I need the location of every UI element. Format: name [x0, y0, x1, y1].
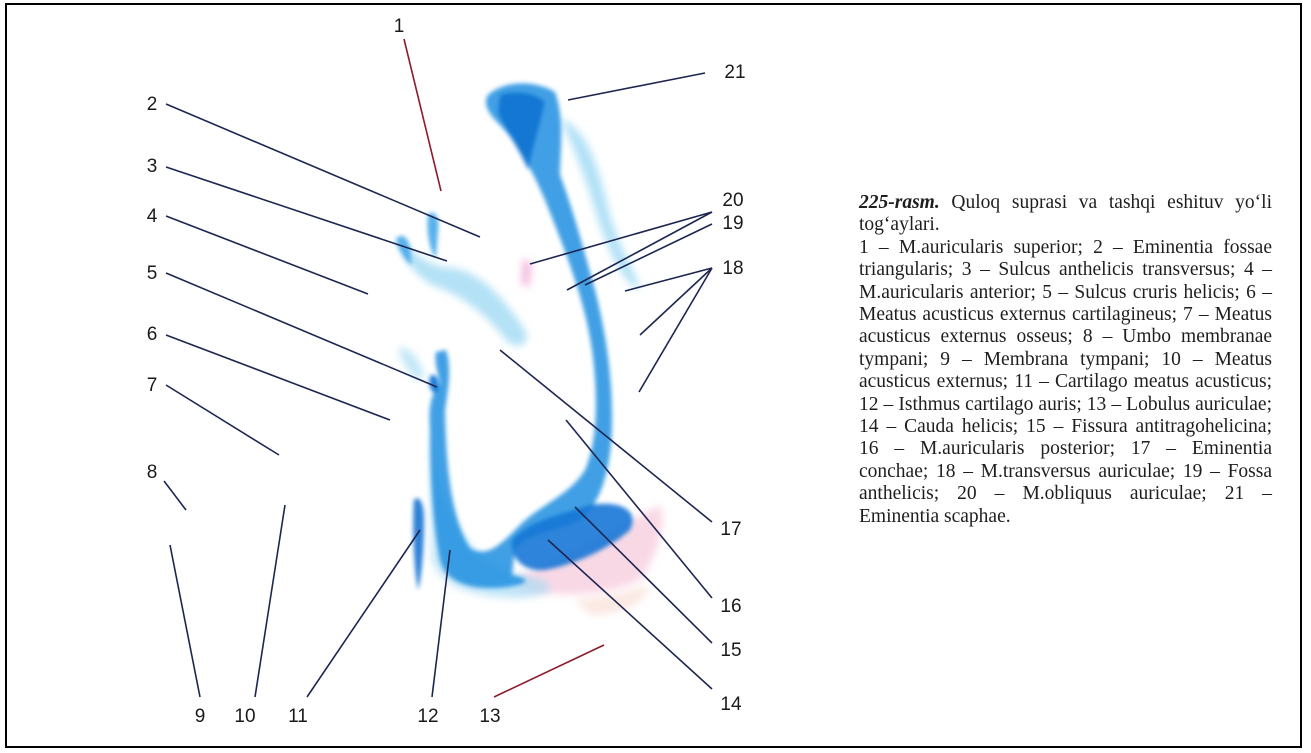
- leader-line-7: [165, 384, 280, 456]
- leader-line-15: [574, 506, 713, 644]
- label-11: 11: [288, 706, 308, 727]
- label-1: 1: [394, 16, 405, 37]
- cartilage-main: [396, 83, 633, 590]
- leader-line-1: [403, 38, 442, 192]
- label-8: 8: [147, 462, 158, 483]
- leader-line-14: [547, 539, 713, 690]
- leader-line-2: [165, 103, 481, 238]
- caption-title: Quloq suprasi va tashqi eshituv yo‘li to…: [859, 192, 1273, 236]
- label-20: 20: [722, 190, 743, 211]
- leader-line-8: [163, 480, 187, 511]
- leader-line-3: [165, 166, 448, 262]
- label-17: 17: [720, 519, 741, 540]
- label-13: 13: [479, 706, 500, 727]
- leader-line-12: [431, 549, 451, 698]
- leader-line-20a: [529, 211, 713, 265]
- label-2: 2: [147, 94, 158, 115]
- label-9: 9: [195, 706, 206, 727]
- label-7: 7: [147, 375, 158, 396]
- figure-caption: 225-rasm. Quloq suprasi va tashqi eshitu…: [859, 192, 1272, 528]
- label-18: 18: [722, 258, 743, 279]
- figure-labels: 1 2 3 4 5 6 7 8 9 10 11 12 13 14 15 16 1…: [147, 16, 746, 727]
- label-19: 19: [722, 213, 743, 234]
- caption-legend-text: 1 – M.auricularis superior; 2 – Eminenti…: [859, 236, 1272, 527]
- leader-line-4: [165, 215, 369, 295]
- label-5: 5: [147, 263, 158, 284]
- leader-line-13: [493, 644, 605, 698]
- label-21: 21: [724, 62, 745, 83]
- figure-number: 225-rasm.: [859, 192, 940, 213]
- leader-lines: [163, 38, 713, 698]
- label-12: 12: [417, 706, 438, 727]
- leader-line-5: [165, 272, 438, 388]
- leader-line-18a: [624, 267, 713, 292]
- label-3: 3: [147, 156, 158, 177]
- leader-line-17: [499, 349, 713, 523]
- leader-line-20b: [566, 211, 713, 291]
- leader-line-10: [254, 504, 286, 698]
- leader-line-18c: [638, 267, 713, 393]
- label-15: 15: [720, 640, 741, 661]
- leader-line-11: [306, 529, 421, 698]
- leader-line-19: [584, 223, 713, 286]
- label-4: 4: [147, 206, 158, 227]
- leader-line-18b: [639, 267, 713, 336]
- leader-line-9: [169, 544, 201, 698]
- label-14: 14: [720, 694, 742, 715]
- label-10: 10: [234, 706, 255, 727]
- label-6: 6: [147, 324, 158, 345]
- leader-line-16: [565, 419, 713, 599]
- leader-line-6: [165, 334, 391, 421]
- label-16: 16: [720, 596, 741, 617]
- leader-line-21: [567, 72, 706, 101]
